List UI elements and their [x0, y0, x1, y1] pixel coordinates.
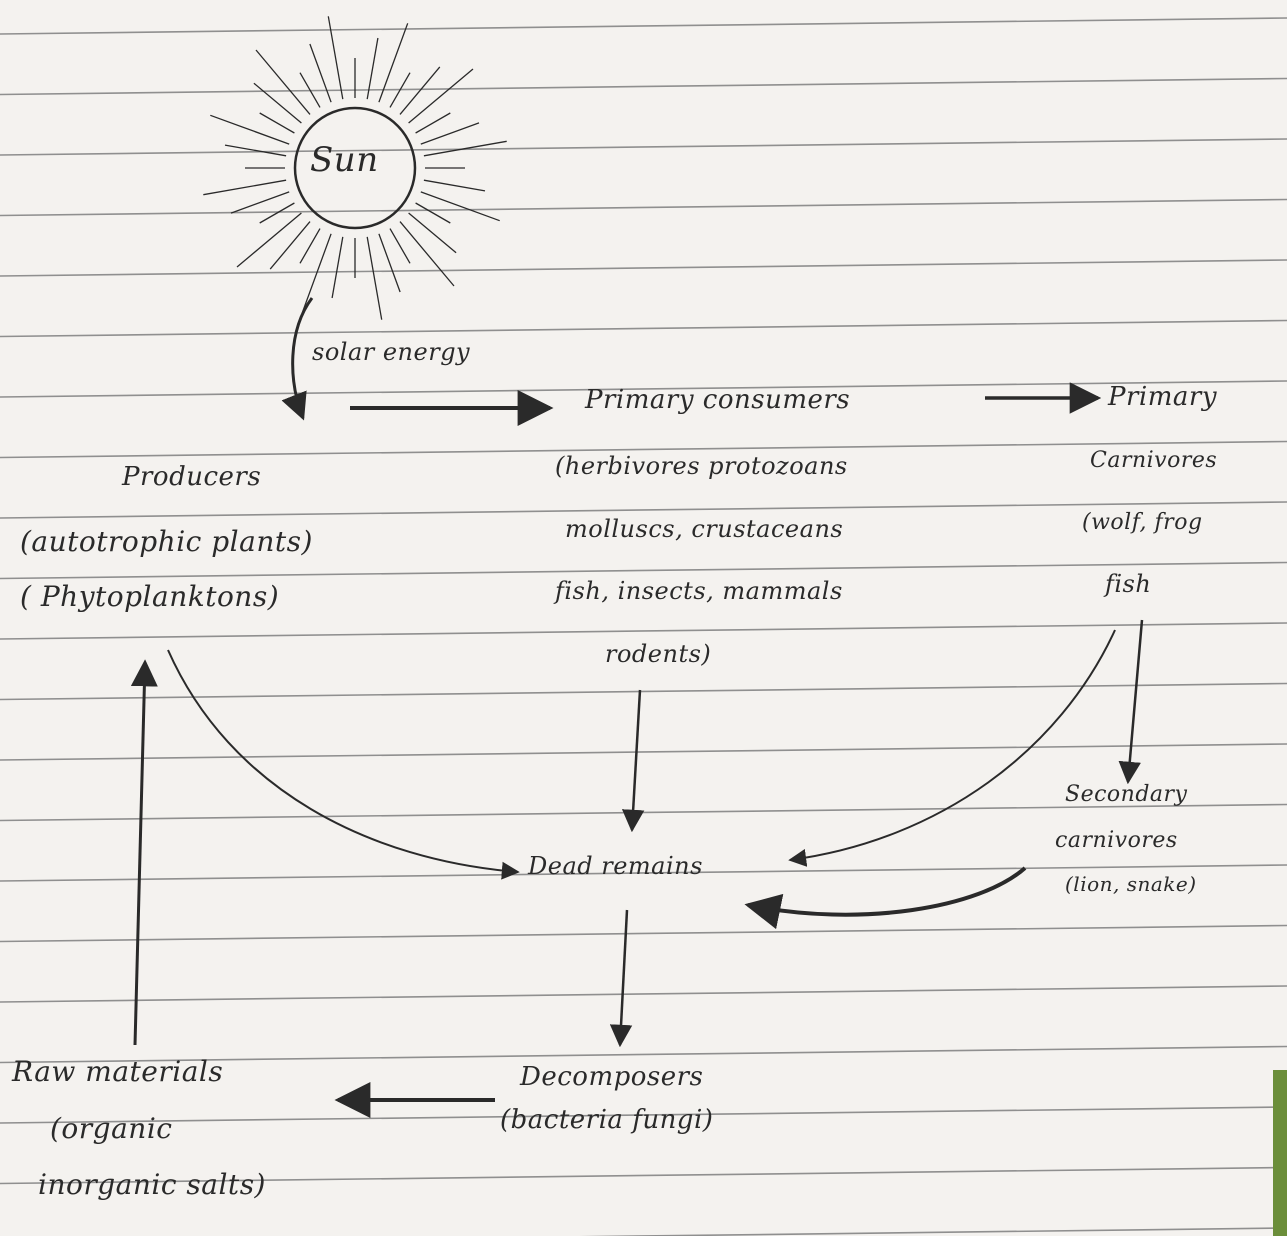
- ruled-line: [0, 259, 1287, 277]
- sun-ray: [389, 72, 411, 108]
- sun-ray: [253, 82, 302, 124]
- sun-ray: [423, 140, 507, 157]
- sun-ray: [423, 179, 486, 192]
- sun-ray: [378, 233, 401, 293]
- decomposers-title: Decomposers: [520, 1062, 704, 1092]
- secondary-carnivores-title: Secondary: [1065, 782, 1188, 807]
- ruled-line: [0, 198, 1287, 217]
- sun-ray: [259, 112, 295, 134]
- sun-ray: [420, 191, 500, 222]
- sun-ray: [224, 144, 287, 157]
- sun-ray: [203, 179, 287, 196]
- sun-ray: [309, 43, 332, 103]
- raw-materials-line-1: (organic: [50, 1112, 173, 1145]
- producers-title: Producers: [122, 462, 262, 492]
- ruled-line: [0, 682, 1287, 701]
- arrow-primary-consumers-to-dead-remains: [621, 689, 645, 833]
- page-edge-strip: [1273, 1070, 1287, 1236]
- sun-ray: [301, 233, 332, 313]
- ruled-line: [0, 440, 1287, 459]
- ruled-line: [0, 1045, 1287, 1064]
- producers-line-1: (autotrophic plants): [20, 525, 313, 558]
- primary-consumers-line-2: molluscs, crustaceans: [565, 515, 844, 543]
- primary-carnivores-line-2: (wolf, frog: [1082, 510, 1203, 535]
- primary-carnivores-line-3: fish: [1105, 570, 1152, 598]
- sun-circle: [293, 106, 417, 230]
- decomposers-line-1: (bacteria fungi): [500, 1105, 714, 1135]
- primary-consumers-title: Primary consumers: [585, 385, 851, 415]
- primary-consumers-line-1: (herbivores protozoans: [555, 452, 848, 480]
- secondary-carnivores-line-1: carnivores: [1055, 828, 1178, 853]
- dead-remains-label: Dead remains: [528, 852, 703, 880]
- ruled-line: [0, 743, 1287, 761]
- ruled-line: [0, 17, 1287, 35]
- sun-ray: [236, 212, 302, 268]
- sun-ray: [327, 16, 344, 100]
- sun-label: Sun: [310, 140, 379, 180]
- ruled-line: [0, 864, 1287, 882]
- sun-ray: [331, 236, 344, 299]
- secondary-carnivores-line-2: (lion, snake): [1065, 872, 1197, 896]
- sun-ray: [299, 72, 321, 108]
- ruled-line: [0, 501, 1287, 519]
- arrow-primary-carnivores-to-dead-remains: [788, 629, 1116, 867]
- solar-energy-arrow: [281, 297, 314, 421]
- sun-ray: [366, 37, 379, 100]
- sun-ray: [378, 23, 409, 103]
- ruled-line: [0, 561, 1287, 580]
- sun-ray: [420, 122, 480, 145]
- sun-ray: [415, 112, 451, 134]
- sun-ray: [399, 221, 455, 287]
- ruled-line: [579, 1227, 1287, 1236]
- sun-ray: [366, 236, 383, 320]
- solar-energy-label: solar energy: [312, 338, 471, 366]
- producers-line-2: ( Phytoplanktons): [20, 580, 280, 613]
- sun-ray: [230, 191, 290, 214]
- arrow-producers-to-dead-remains: [167, 649, 520, 880]
- sun-ray: [399, 66, 441, 115]
- sun-ray: [408, 212, 457, 254]
- ruled-line: [0, 1166, 1287, 1185]
- ruled-line: [0, 138, 1287, 156]
- sun-ray: [259, 202, 295, 224]
- primary-carnivores-title: Primary: [1108, 382, 1218, 412]
- ruled-line: [0, 622, 1287, 640]
- arrow-raw-materials-to-producers: [130, 659, 158, 1046]
- arrow-dead-remains-to-decomposers: [609, 909, 633, 1048]
- sun-ray: [210, 114, 290, 145]
- sun-rays: [203, 16, 507, 320]
- arrow-primary-carnivores-to-secondary-carnivores: [1118, 619, 1144, 785]
- sun-ray: [299, 228, 321, 264]
- ruled-line: [0, 924, 1287, 943]
- sun-ray: [269, 221, 311, 270]
- primary-consumers-line-4: rodents): [605, 640, 712, 668]
- ruled-line: [0, 77, 1287, 96]
- sun-ray: [389, 228, 411, 264]
- sun-ray: [415, 202, 451, 224]
- raw-materials-title: Raw materials: [12, 1055, 224, 1088]
- ruled-line: [0, 319, 1287, 338]
- ruled-line: [0, 985, 1287, 1003]
- ruled-line: [0, 1106, 1287, 1124]
- sun-icon: [203, 16, 507, 320]
- sun-ray: [255, 49, 311, 115]
- arrow-secondary-carnivores-to-dead-remains: [744, 866, 1027, 930]
- primary-consumers-line-3: fish, insects, mammals: [555, 577, 843, 605]
- raw-materials-line-2: inorganic salts): [38, 1168, 266, 1201]
- primary-carnivores-line-1: Carnivores: [1090, 448, 1218, 473]
- sun-ray: [408, 68, 474, 124]
